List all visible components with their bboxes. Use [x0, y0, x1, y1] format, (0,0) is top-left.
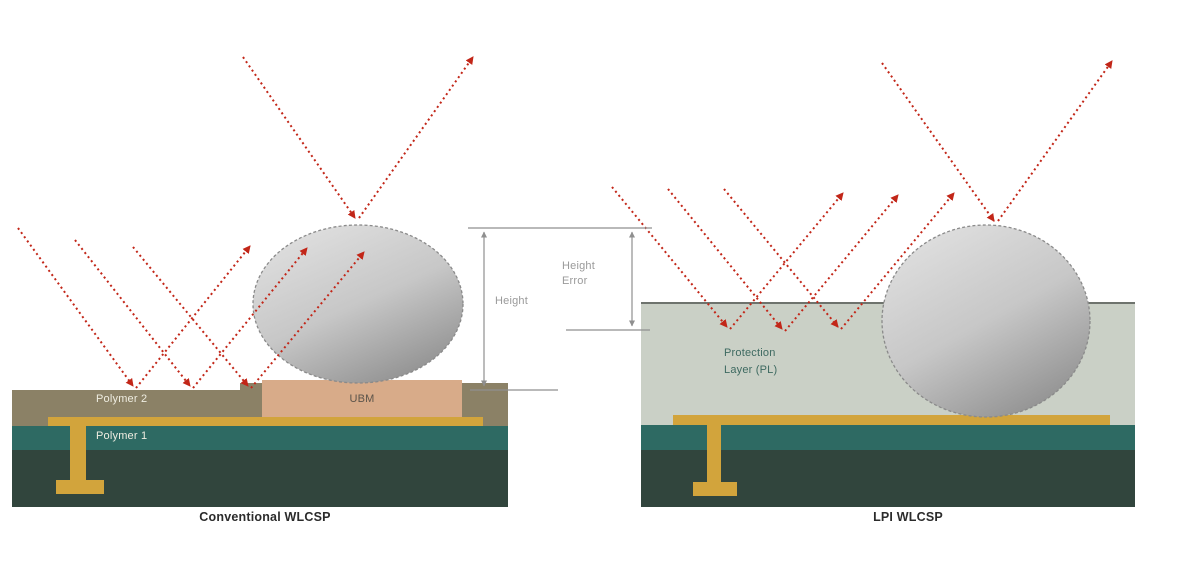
solder-ball-right [881, 224, 1091, 418]
polymer2-label: Polymer 2 [96, 393, 148, 405]
laser-rays-right [611, 60, 1113, 332]
laser-ray-incident-ball-icon [242, 56, 356, 219]
polymer-layer-right [641, 425, 1135, 450]
caption-conventional-wlcsp: Conventional WLCSP [199, 510, 331, 524]
height-error-label: Height Error [562, 259, 595, 289]
height-error-label-line1: Height [562, 260, 595, 272]
polymer1-label: Polymer 1 [96, 430, 148, 442]
laser-ray-reflected-icon [135, 245, 251, 389]
laser-ray-incident-icon [74, 239, 191, 387]
silicon-substrate-left [12, 450, 508, 507]
laser-ray-reflected-icon [192, 247, 308, 389]
protection-layer-label: Protection Layer (PL) [724, 345, 777, 379]
ubm-pad [262, 380, 462, 417]
via-post-right [707, 425, 721, 482]
caption-lpi-wlcsp: LPI WLCSP [873, 510, 943, 524]
laser-ray-reflected-ball-icon [358, 56, 474, 219]
protection-layer-label-line1: Protection [724, 347, 776, 359]
bond-pad-right [693, 482, 737, 496]
laser-ray-reflected-ball-icon [997, 60, 1113, 222]
dimension-lines [468, 227, 652, 391]
silicon-substrate-right [641, 450, 1135, 507]
protection-layer-label-line2: Layer (PL) [724, 364, 778, 376]
laser-ray-reflected-icon [784, 194, 899, 332]
height-error-label-line2: Error [562, 275, 588, 287]
laser-ray-reflected-icon [729, 192, 844, 330]
laser-ray-reflected-icon [250, 251, 365, 389]
ubm-label: UBM [349, 393, 375, 405]
laser-ray-incident-icon [723, 188, 839, 328]
via-post-left [70, 426, 86, 480]
rdl-metal-trace-right [673, 415, 1110, 425]
laser-rays-left [17, 56, 474, 389]
laser-ray-incident-icon [17, 227, 134, 387]
rdl-metal-trace-left [48, 417, 483, 426]
laser-ray-incident-icon [132, 246, 249, 387]
polymer1-layer [12, 426, 508, 450]
laser-ray-incident-icon [611, 186, 728, 328]
bond-pad-left [56, 480, 104, 494]
laser-ray-incident-icon [667, 188, 783, 330]
laser-ray-reflected-icon [840, 192, 955, 330]
polymer2-shoulder-left [240, 383, 265, 417]
height-label: Height [495, 295, 528, 307]
solder-ball-left [252, 224, 464, 384]
laser-ray-incident-ball-icon [881, 62, 995, 222]
